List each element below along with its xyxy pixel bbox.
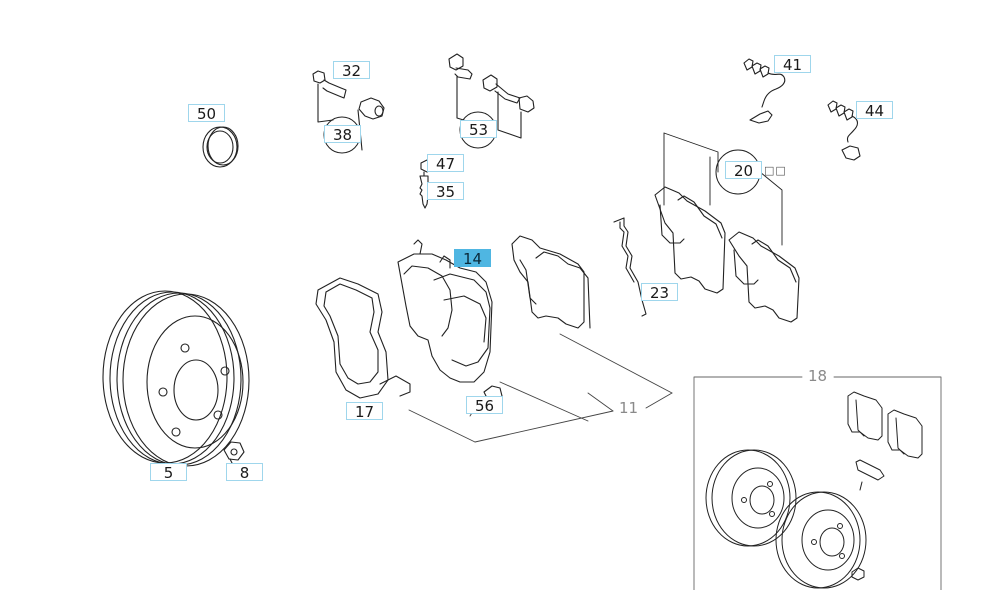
guide-pin-part-32 bbox=[312, 70, 385, 151]
callout-8[interactable]: 8 bbox=[226, 463, 263, 482]
guide-bolt-part-53 bbox=[448, 53, 535, 139]
spring-part-23 bbox=[613, 217, 647, 317]
pad-set-bracket-20 bbox=[663, 132, 783, 246]
callout-53[interactable]: 53 bbox=[460, 120, 497, 139]
wear-sensor-part-41 bbox=[743, 58, 786, 124]
callout-41[interactable]: 41 bbox=[774, 55, 811, 74]
callout-17[interactable]: 17 bbox=[346, 402, 383, 421]
callout-20-suffix: □□ bbox=[764, 164, 787, 177]
leader-lines bbox=[408, 333, 673, 443]
label-11[interactable]: 11 bbox=[616, 399, 642, 417]
callout-47[interactable]: 47 bbox=[427, 154, 464, 173]
carrier-bracket-part-17 bbox=[315, 277, 411, 399]
kit-inset-drawing bbox=[705, 391, 923, 589]
brake-caliper-part-14 bbox=[397, 239, 493, 383]
label-18[interactable]: 18 bbox=[805, 367, 831, 385]
callout-35[interactable]: 35 bbox=[427, 182, 464, 201]
kit-inset-part-18 bbox=[693, 376, 942, 590]
wear-sensor-part-44 bbox=[827, 100, 861, 161]
callout-5[interactable]: 5 bbox=[150, 463, 187, 482]
callout-44[interactable]: 44 bbox=[856, 101, 893, 120]
callout-14[interactable]: 14 bbox=[454, 249, 491, 268]
callout-50[interactable]: 50 bbox=[188, 104, 225, 123]
callout-20[interactable]: 20 □□ bbox=[725, 161, 786, 180]
callout-20-number: 20 bbox=[733, 162, 754, 180]
callout-56[interactable]: 56 bbox=[466, 396, 503, 415]
ring-part-50 bbox=[202, 126, 239, 168]
label-circles bbox=[323, 111, 761, 195]
brake-pad-pair-center bbox=[511, 235, 591, 329]
callout-38[interactable]: 38 bbox=[324, 125, 361, 144]
brake-pad-pair-20 bbox=[654, 186, 800, 323]
callout-32[interactable]: 32 bbox=[333, 61, 370, 80]
callout-23[interactable]: 23 bbox=[641, 283, 678, 302]
brake-disc-part-5 bbox=[102, 290, 250, 467]
